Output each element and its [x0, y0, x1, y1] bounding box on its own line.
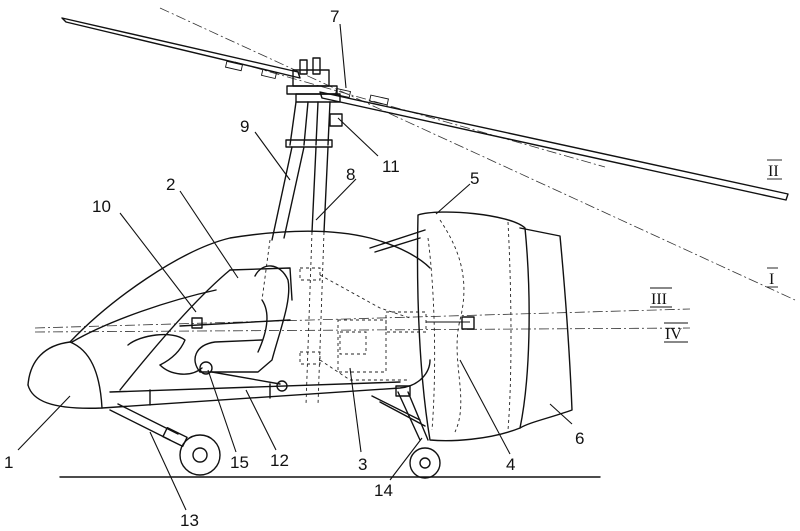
axis-label-IV: IV [665, 326, 682, 343]
part-label-11: 11 [382, 157, 400, 176]
axis-line-I [159, 7, 796, 301]
part-label-2: 2 [166, 175, 175, 194]
part-label-13: 13 [180, 511, 199, 530]
part-label-15: 15 [230, 453, 249, 472]
part-label-1: 1 [4, 453, 13, 472]
part-label-5: 5 [470, 169, 479, 188]
nose-gear [109, 403, 221, 476]
rotor-hub [286, 57, 343, 127]
axis-label-I-group: I [767, 267, 778, 288]
part-label-10: 10 [92, 197, 111, 216]
axis-label-I: I [769, 271, 774, 288]
main-gear [395, 385, 441, 479]
part-label-6: 6 [575, 429, 584, 448]
pilot-seat [127, 265, 291, 392]
part-label-14: 14 [374, 481, 393, 500]
leader-lines [17, 23, 573, 511]
axis-label-II: II [768, 163, 779, 180]
axis-label-III: III [651, 291, 667, 308]
part-label-4: 4 [506, 455, 515, 474]
tail-struts [369, 229, 426, 427]
axis-label-IV-group: IV [664, 322, 688, 343]
axis-line-III [34, 308, 691, 329]
axis-line-II [234, 61, 606, 168]
axis-line-IV [34, 327, 691, 333]
part-label-8: 8 [346, 165, 355, 184]
part-label-9: 9 [240, 117, 249, 136]
part-label-7: 7 [330, 7, 339, 26]
part-label-3: 3 [358, 455, 367, 474]
rotor-mast [261, 101, 333, 406]
rotor-blade-left [61, 17, 301, 80]
propeller-duct [416, 211, 573, 442]
part-label-12: 12 [270, 451, 289, 470]
engine-block [299, 267, 475, 381]
rotor-blade-right [319, 88, 789, 201]
axis-label-II-group: II [767, 159, 782, 180]
axis-label-III-group: III [650, 287, 672, 308]
